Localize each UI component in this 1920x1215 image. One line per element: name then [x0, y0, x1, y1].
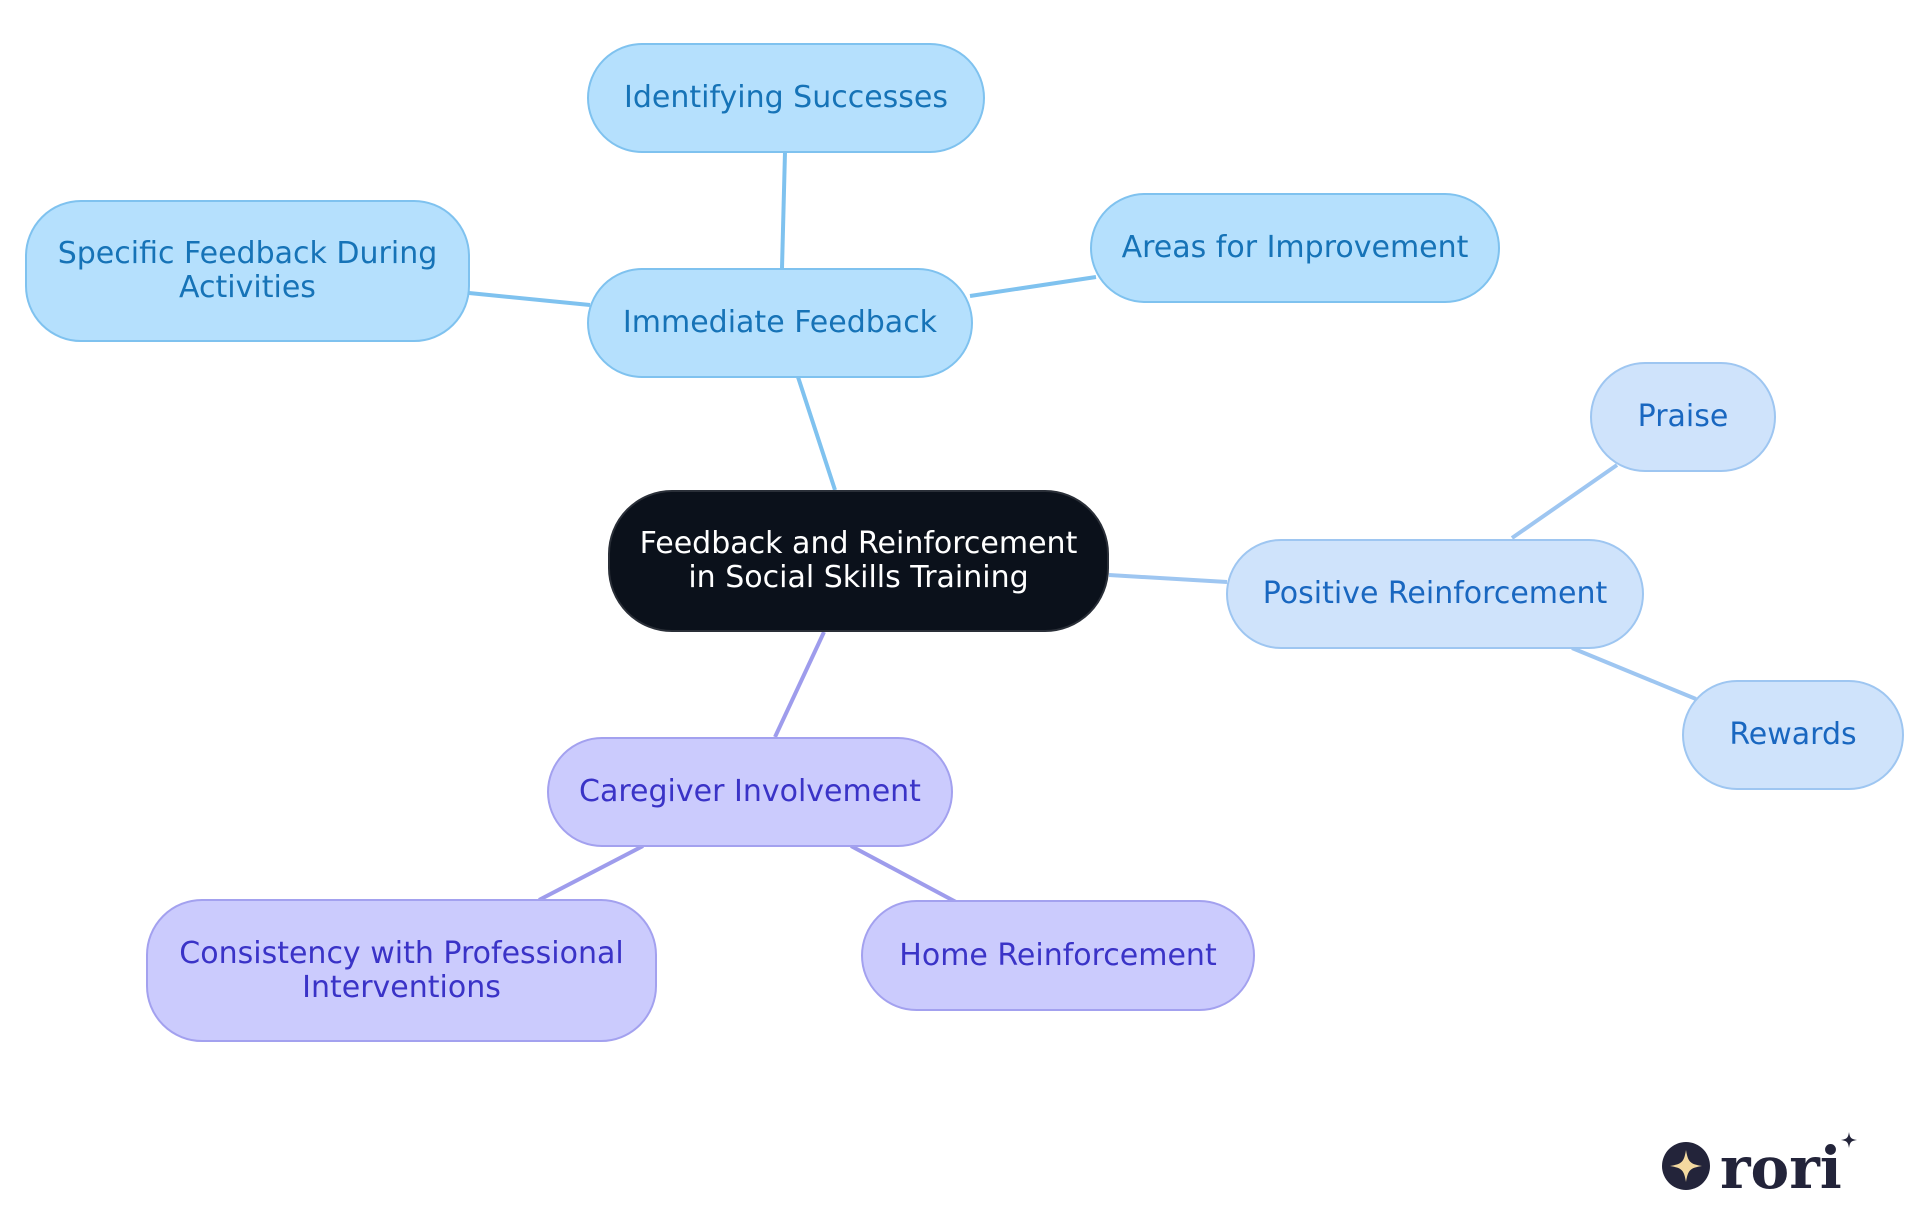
- edge-positive-rewards: [1571, 646, 1697, 701]
- edge-root-positive: [1108, 573, 1228, 584]
- branch-immediate-feedback: Immediate Feedback: [587, 268, 973, 378]
- edge-immediate-areas: [969, 275, 1097, 298]
- leaf-label: Consistency with Professional Interventi…: [179, 935, 624, 1005]
- edge-caregiver-consistency: [538, 844, 644, 902]
- leaf-label: Rewards: [1729, 717, 1857, 752]
- leaf-rewards: Rewards: [1682, 680, 1904, 790]
- leaf-areas-for-improvement: Areas for Improvement: [1090, 193, 1500, 303]
- leaf-consistency: Consistency with Professional Interventi…: [146, 899, 657, 1042]
- rori-logo: rori: [1662, 1132, 1857, 1194]
- leaf-label: Specific Feedback During Activities: [57, 236, 438, 305]
- branch-caregiver-involvement: Caregiver Involvement: [547, 737, 953, 847]
- branch-label: Caregiver Involvement: [579, 774, 921, 809]
- branch-label: Immediate Feedback: [622, 305, 938, 340]
- root-label: Feedback and Reinforcement in Social Ski…: [639, 526, 1078, 595]
- edge-root-caregiver: [773, 631, 826, 738]
- edge-caregiver-home: [850, 844, 957, 904]
- logo-wordmark: rori: [1720, 1134, 1842, 1194]
- edge-immediate-specific: [468, 291, 591, 307]
- leaf-label: Identifying Successes: [623, 80, 949, 115]
- root-node: Feedback and Reinforcement in Social Ski…: [608, 490, 1109, 632]
- leaf-home-reinforcement: Home Reinforcement: [861, 900, 1255, 1011]
- edge-positive-praise: [1510, 463, 1619, 540]
- edge-immediate-identifying: [780, 151, 787, 269]
- edge-root-immediate-feedback: [796, 376, 837, 491]
- leaf-specific-feedback: Specific Feedback During Activities: [25, 200, 470, 342]
- leaf-label: Home Reinforcement: [899, 937, 1217, 973]
- leaf-label: Areas for Improvement: [1121, 230, 1469, 265]
- leaf-identifying-successes: Identifying Successes: [587, 43, 985, 153]
- leaf-label: Praise: [1637, 399, 1729, 434]
- leaf-praise: Praise: [1590, 362, 1776, 472]
- branch-positive-reinforcement: Positive Reinforcement: [1226, 539, 1644, 649]
- sparkle-icon: [1662, 1142, 1710, 1190]
- logo-star-icon: [1841, 1132, 1857, 1148]
- branch-label: Positive Reinforcement: [1262, 576, 1608, 611]
